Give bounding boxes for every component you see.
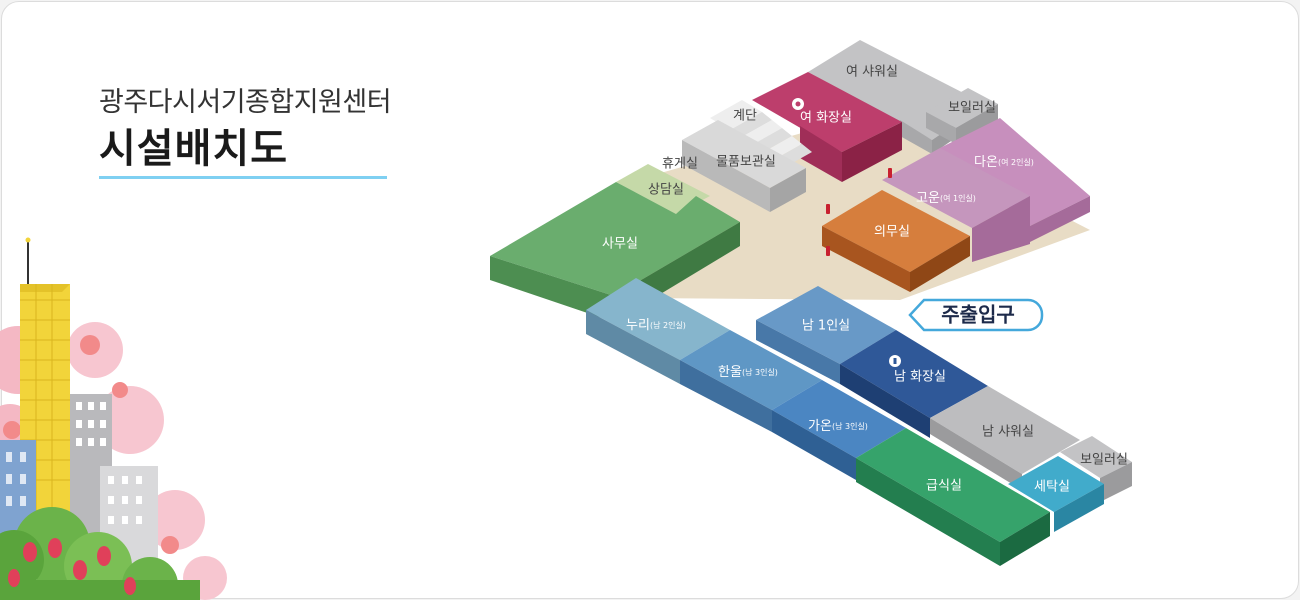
main-entrance-callout: 주출입구 [908, 298, 1044, 332]
goun-note: (여 1인실) [940, 193, 976, 203]
city-illustration [0, 237, 227, 600]
hanul-name: 한울 [718, 365, 742, 380]
nuri-name: 누리 [626, 318, 650, 333]
stairs-label: 계단 [733, 109, 757, 124]
storage-block [682, 120, 806, 212]
nuri-label: 누리(남 2인실) [626, 318, 686, 333]
counseling-block [616, 164, 710, 214]
men-toilet-icon [889, 355, 901, 367]
storage-label: 물품보관실 [716, 155, 776, 170]
laundry-block [1008, 456, 1104, 532]
laundry-label: 세탁실 [1034, 480, 1070, 495]
daon-label: 다온(여 2인실) [974, 155, 1034, 170]
boiler-room-bottom [1060, 436, 1132, 502]
men-shower-label: 남 샤워실 [982, 425, 1034, 440]
title-underline [99, 176, 387, 179]
gaon-name: 가온 [808, 419, 832, 434]
men-toilet-block [840, 330, 988, 438]
gaon-note: (남 3인실) [832, 421, 868, 431]
cafeteria-block [856, 428, 1050, 566]
gaon-label: 가온(남 3인실) [808, 419, 868, 434]
men-toilet-label: 남 화장실 [894, 370, 946, 385]
boiler-room-top [926, 88, 998, 144]
page-title: 시설배치도 [99, 126, 288, 172]
hanul-label: 한울(남 3인실) [718, 365, 778, 380]
hanul-note: (남 3인실) [742, 367, 778, 377]
office-label: 사무실 [602, 237, 638, 252]
counseling-label: 상담실 [648, 183, 684, 198]
goun-name: 고운 [916, 191, 940, 206]
women-shower-label: 여 샤워실 [846, 65, 898, 80]
boiler-room-bottom-label: 보일러실 [1080, 453, 1128, 468]
women-toilet-label: 여 화장실 [800, 111, 852, 126]
nuri-block [586, 278, 730, 384]
tulips [8, 538, 136, 595]
medical-label: 의무실 [874, 225, 910, 240]
daon-note: (여 2인실) [998, 157, 1034, 167]
lounge-label: 휴게실 [662, 157, 698, 172]
men-single-label: 남 1인실 [802, 319, 850, 334]
daon-block [940, 118, 1090, 242]
goun-label: 고운(여 1인실) [916, 191, 976, 206]
goun-block [882, 148, 1030, 262]
women-toilet-block [752, 72, 902, 182]
women-toilet-icon [792, 98, 804, 110]
cafeteria-label: 급식실 [926, 479, 962, 494]
men-single-block [756, 286, 896, 384]
nuri-note: (남 2인실) [650, 320, 686, 330]
medical-block [822, 190, 970, 292]
gaon-block [772, 380, 906, 480]
hanul-block [680, 330, 822, 432]
daon-name: 다온 [974, 155, 998, 170]
men-shower-block [930, 386, 1080, 490]
boiler-room-top-label: 보일러실 [948, 101, 996, 116]
main-entrance-label: 주출입구 [941, 303, 1015, 327]
center-name: 광주다시서기종합지원센터 [99, 87, 392, 118]
